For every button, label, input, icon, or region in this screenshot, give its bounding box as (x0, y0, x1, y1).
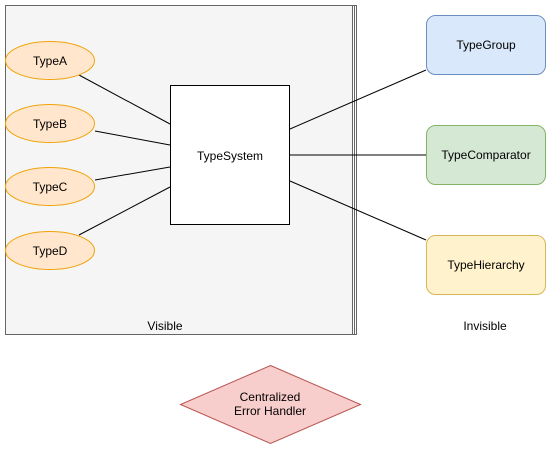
type-node-typed[interactable]: TypeD (5, 231, 95, 270)
error-handler-label-line-1: Centralized (240, 390, 301, 404)
typesystem-node[interactable]: TypeSystem (170, 85, 290, 225)
type-node-typec[interactable]: TypeC (5, 167, 95, 206)
type-node-shape (5, 41, 95, 80)
typesystem-label: TypeSystem (197, 149, 263, 163)
type-node-shape (5, 104, 95, 143)
type-node-typeb[interactable]: TypeB (5, 104, 95, 143)
type-node-label: TypeD (33, 244, 68, 258)
connector-typea (78, 74, 171, 125)
typesystem-box (170, 85, 290, 225)
visible-region-label: Visible (147, 319, 182, 333)
typecomparator-node[interactable]: TypeComparator (426, 125, 546, 185)
type-node-label: TypeB (33, 117, 67, 131)
type-node-shape (5, 167, 95, 206)
type-node-typea[interactable]: TypeA (5, 41, 95, 80)
typehierarchy-label: TypeHierarchy (447, 258, 524, 272)
connector-lines (78, 69, 427, 241)
type-node-label: TypeA (33, 54, 67, 68)
connector-typehierarchy (289, 180, 427, 241)
error-handler-label-line-2: Error Handler (234, 404, 306, 418)
connector-typeb (94, 130, 171, 146)
error-handler-diamond (179, 364, 362, 445)
typegroup-node[interactable]: TypeGroup (426, 15, 546, 75)
typegroup-label: TypeGroup (456, 38, 516, 52)
typecomparator-box (426, 125, 546, 185)
typegroup-box (426, 15, 546, 75)
error-handler-node[interactable]: Centralized Error Handler (179, 364, 362, 445)
invisible-region-label: Invisible (463, 319, 507, 333)
connector-typed (78, 186, 171, 236)
connector-typec (94, 166, 171, 181)
type-node-label: TypeC (33, 180, 68, 194)
type-node-shape (5, 231, 95, 270)
type-ellipses: TypeA TypeB TypeC TypeD (5, 41, 95, 270)
typecomparator-label: TypeComparator (441, 148, 530, 162)
connector-typegroup (289, 69, 427, 130)
typehierarchy-box (426, 235, 546, 295)
typehierarchy-node[interactable]: TypeHierarchy (426, 235, 546, 295)
